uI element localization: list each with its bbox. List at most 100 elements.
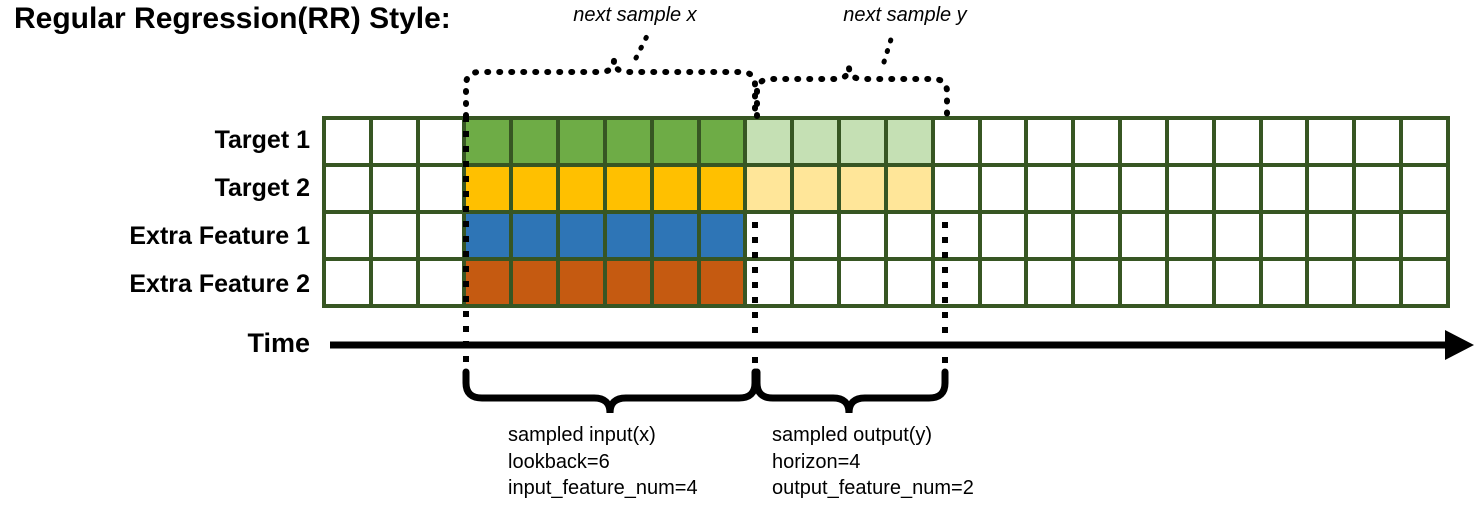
- grid-cell-r4-c13: [887, 261, 931, 304]
- grid-cell-r1-c15: [981, 120, 1025, 163]
- grid-cell-r4-c24: [1403, 261, 1446, 304]
- grid-cell-r3-c21: [1262, 214, 1306, 257]
- grid-cell-r4-c5: [513, 261, 557, 304]
- grid-cell-r3-c10: [747, 214, 791, 257]
- grid-cell-r1-c17: [1075, 120, 1119, 163]
- grid-cell-r1-c14: [934, 120, 978, 163]
- sampled-input-note: sampled input(x) lookback=6 input_featur…: [508, 422, 698, 502]
- grid-cell-r2-c8: [653, 167, 697, 210]
- grid-cell-r1-c13: [887, 120, 931, 163]
- grid-cell-r4-c21: [1262, 261, 1306, 304]
- sampled-input-line-2: lookback=6: [508, 450, 610, 473]
- next-sample-x-label: next sample x: [573, 4, 697, 26]
- grid-cell-r3-c15: [981, 214, 1025, 257]
- grid-cell-r2-c6: [560, 167, 603, 210]
- grid-cell-r3-c24: [1403, 214, 1446, 257]
- grid-cell-r4-c14: [934, 261, 978, 304]
- grid-cell-r3-c2: [372, 214, 416, 257]
- grid-cell-r4-c12: [841, 261, 884, 304]
- brace-next-sample-y: [754, 66, 950, 119]
- grid-cell-r4-c22: [1309, 261, 1353, 304]
- row-label-target-2: Target 2: [214, 174, 310, 202]
- grid-cell-r2-c15: [981, 167, 1025, 210]
- grid-cell-r3-c12: [841, 214, 884, 257]
- sampled-input-line-3: input_feature_num=4: [508, 477, 698, 500]
- grid-cell-r2-c20: [1215, 167, 1259, 210]
- leader-next-sample-x: [633, 31, 651, 61]
- grid-cell-r4-c15: [981, 261, 1025, 304]
- grid-cell-r1-c18: [1122, 120, 1165, 163]
- grid-cell-r2-c14: [934, 167, 978, 210]
- grid-cell-r2-c17: [1075, 167, 1119, 210]
- timeseries-grid: [322, 116, 1450, 308]
- grid-cell-r1-c1: [326, 120, 369, 163]
- grid-cell-r3-c4: [466, 214, 510, 257]
- time-axis: [330, 330, 1474, 360]
- grid-cell-r4-c7: [606, 261, 650, 304]
- grid-cell-r3-c14: [934, 214, 978, 257]
- brace-sampled-output: [753, 368, 949, 414]
- grid-cell-r1-c9: [700, 120, 744, 163]
- grid-cell-r1-c6: [560, 120, 603, 163]
- grid-cell-r2-c11: [794, 167, 838, 210]
- time-axis-label: Time: [247, 328, 310, 358]
- grid-cell-r3-c9: [700, 214, 744, 257]
- grid-cell-r2-c9: [700, 167, 744, 210]
- grid-cell-r4-c20: [1215, 261, 1259, 304]
- grid-cell-r2-c18: [1122, 167, 1165, 210]
- grid-cell-r4-c17: [1075, 261, 1119, 304]
- grid-cell-r3-c1: [326, 214, 369, 257]
- brace-sampled-input: [462, 368, 759, 414]
- time-axis-arrowhead: [1445, 330, 1474, 360]
- grid-cell-r3-c20: [1215, 214, 1259, 257]
- row-label-extra-feature-2: Extra Feature 2: [129, 270, 310, 298]
- grid-cell-r4-c3: [419, 261, 463, 304]
- grid-cell-r1-c21: [1262, 120, 1306, 163]
- grid-cell-r3-c17: [1075, 214, 1119, 257]
- row-label-target-1: Target 1: [214, 126, 310, 154]
- grid-cell-r2-c21: [1262, 167, 1306, 210]
- grid-cell-r2-c19: [1168, 167, 1212, 210]
- grid-cell-r1-c24: [1403, 120, 1446, 163]
- grid-cell-r1-c23: [1356, 120, 1400, 163]
- grid-cell-r4-c6: [560, 261, 603, 304]
- grid-cell-r3-c11: [794, 214, 838, 257]
- grid-cell-r3-c18: [1122, 214, 1165, 257]
- grid-cell-r1-c16: [1028, 120, 1072, 163]
- row-label-column: Target 1 Target 2 Extra Feature 1 Extra …: [48, 0, 310, 516]
- next-sample-y-label: next sample y: [843, 4, 967, 26]
- grid-cell-r2-c7: [606, 167, 650, 210]
- grid-cell-r3-c8: [653, 214, 697, 257]
- grid-cell-r1-c3: [419, 120, 463, 163]
- grid-cell-r3-c13: [887, 214, 931, 257]
- grid-cell-r1-c8: [653, 120, 697, 163]
- sampled-input-line-1: sampled input(x): [508, 424, 656, 446]
- grid-cell-r4-c23: [1356, 261, 1400, 304]
- grid-cell-r1-c10: [747, 120, 791, 163]
- leader-next-sample-y: [881, 33, 895, 65]
- grid-cell-r4-c2: [372, 261, 416, 304]
- grid-cell-r1-c2: [372, 120, 416, 163]
- grid-cell-r2-c1: [326, 167, 369, 210]
- grid-cell-r4-c4: [466, 261, 510, 304]
- grid-cell-r1-c5: [513, 120, 557, 163]
- grid-cell-r4-c11: [794, 261, 838, 304]
- sampled-output-line-1: sampled output(y): [772, 424, 933, 446]
- grid-cell-r4-c8: [653, 261, 697, 304]
- grid-cell-r2-c13: [887, 167, 931, 210]
- grid-cell-r1-c7: [606, 120, 650, 163]
- grid-cell-r2-c4: [466, 167, 510, 210]
- grid-cell-r3-c23: [1356, 214, 1400, 257]
- grid-cell-r4-c9: [700, 261, 744, 304]
- grid-cell-r1-c12: [841, 120, 884, 163]
- grid-cell-r2-c24: [1403, 167, 1446, 210]
- grid-cell-r2-c23: [1356, 167, 1400, 210]
- sampled-output-note: sampled output(y) horizon=4 output_featu…: [772, 422, 974, 502]
- grid-cell-r4-c18: [1122, 261, 1165, 304]
- grid-cell-r1-c11: [794, 120, 838, 163]
- sampled-output-line-2: horizon=4: [772, 450, 861, 473]
- grid-cell-r2-c5: [513, 167, 557, 210]
- grid-cell-r4-c16: [1028, 261, 1072, 304]
- grid-cell-r2-c12: [841, 167, 884, 210]
- grid-cell-r1-c22: [1309, 120, 1353, 163]
